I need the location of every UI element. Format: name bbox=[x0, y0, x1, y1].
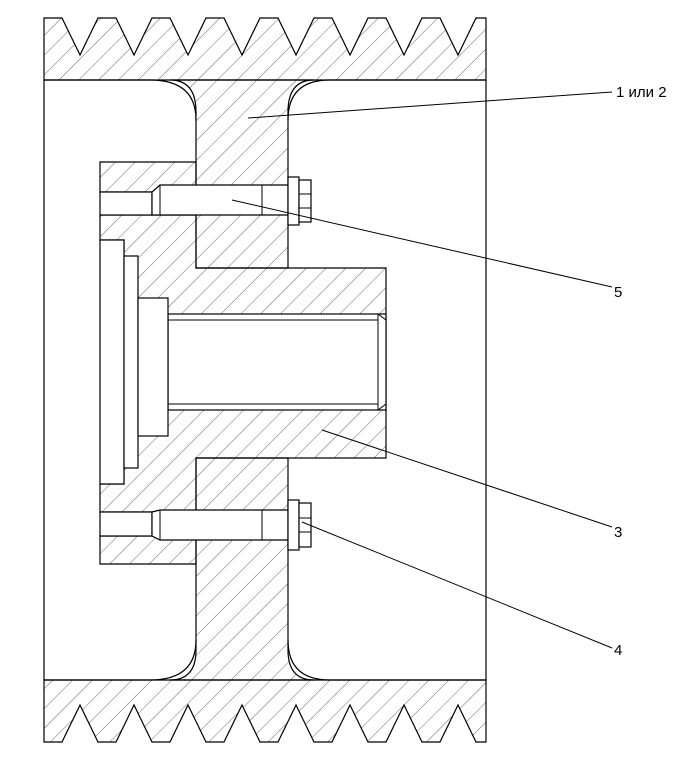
hub-adapter bbox=[99, 161, 387, 565]
bolt-upper bbox=[99, 176, 312, 226]
bolt-lower-head bbox=[287, 499, 300, 551]
callout-bolt-upper: 5 bbox=[614, 284, 622, 301]
leader-bolt-lower bbox=[301, 521, 613, 649]
hub-bore bbox=[167, 313, 387, 411]
flange-step-outer bbox=[99, 239, 125, 485]
bolt-lower bbox=[99, 499, 312, 551]
pulley-top-rim bbox=[43, 17, 487, 81]
leader-hub bbox=[321, 429, 613, 528]
leader-pulley bbox=[247, 91, 613, 119]
leader-lines bbox=[231, 91, 613, 649]
bolt-upper-head bbox=[287, 176, 300, 226]
flange-step-middle bbox=[123, 255, 139, 469]
flange-step-inner bbox=[137, 297, 169, 437]
callout-hub: 3 bbox=[614, 524, 622, 541]
callout-pulley: 1 или 2 bbox=[616, 84, 667, 101]
callout-bolt-lower: 4 bbox=[614, 642, 622, 659]
pulley-bottom-rim bbox=[43, 679, 487, 743]
leader-bolt-upper bbox=[231, 199, 613, 288]
